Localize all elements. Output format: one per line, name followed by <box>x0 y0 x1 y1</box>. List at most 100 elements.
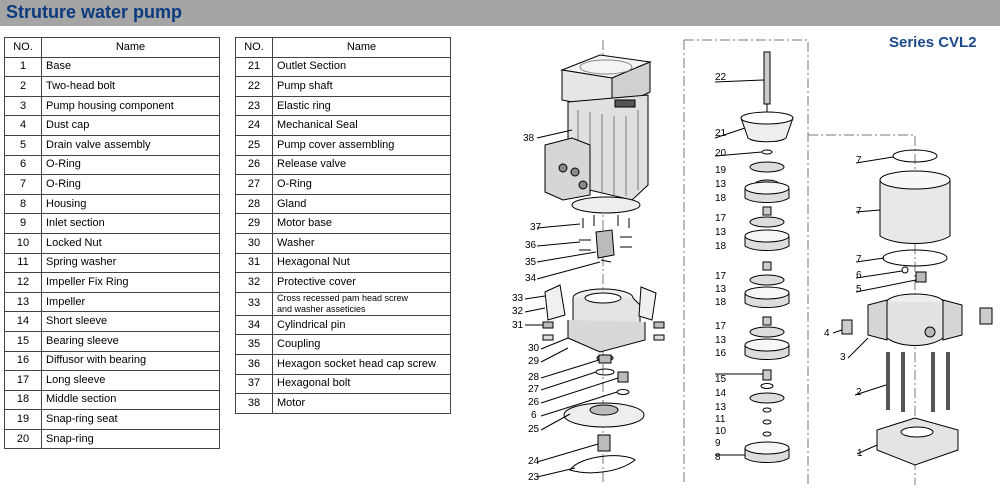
part-name: Inlet section <box>41 213 220 234</box>
part-number: 11 <box>4 252 42 274</box>
callout-label: 3 <box>840 352 846 363</box>
part-name: Diffusor with bearing <box>41 350 220 372</box>
part-name: O-Ring <box>41 174 220 195</box>
callout-label: 19 <box>715 165 727 176</box>
column-header-no: NO. <box>235 37 273 58</box>
part-number: 23 <box>235 95 273 117</box>
callout-label: 18 <box>715 193 727 204</box>
part-number: 29 <box>235 213 273 234</box>
callout-label: 24 <box>528 456 540 467</box>
part-name: Protective cover <box>272 272 451 293</box>
callout-label: 13 <box>715 179 727 190</box>
part-name: O-Ring <box>272 174 451 195</box>
callout-label: 10 <box>715 426 727 437</box>
part-name: Impeller Fix Ring <box>41 272 220 293</box>
callout-label: 17 <box>715 271 727 282</box>
callout-label: 13 <box>715 402 727 413</box>
part-name: Pump shaft <box>272 76 451 97</box>
part-name: Bearing sleeve <box>41 330 220 352</box>
callout-label: 7 <box>856 206 862 217</box>
part-number: 20 <box>4 428 42 450</box>
callout-label: 9 <box>715 438 721 449</box>
series-label: Series CVL2 <box>889 34 977 51</box>
part-number: 26 <box>235 154 273 176</box>
callout-label: 18 <box>715 297 727 308</box>
callout-label: 13 <box>715 227 727 238</box>
callout-label: 13 <box>715 284 727 295</box>
part-number: 34 <box>235 314 273 336</box>
callout-label: 7 <box>856 254 862 265</box>
callout-label: 1 <box>857 448 863 459</box>
part-name: Motor base <box>272 213 451 234</box>
part-number: 35 <box>235 334 273 355</box>
part-number: 37 <box>235 373 273 395</box>
part-name: Locked Nut <box>41 232 220 254</box>
callout-label: 4 <box>824 328 830 339</box>
part-name: Motor <box>272 393 451 414</box>
part-number: 27 <box>235 174 273 195</box>
callout-label: 7 <box>856 155 862 166</box>
part-name: Hexagon socket head cap screw <box>272 353 451 375</box>
part-number: 36 <box>235 353 273 375</box>
callout-label: 31 <box>512 320 524 331</box>
callout-label: 11 <box>715 414 726 425</box>
part-number: 28 <box>235 193 273 215</box>
callout-label: 27 <box>528 384 540 395</box>
part-name: Hexagonal bolt <box>272 373 451 395</box>
callout-label: 5 <box>856 284 862 295</box>
callout-label: 18 <box>715 241 727 252</box>
callout-label: 15 <box>715 374 727 385</box>
part-name: Impeller <box>41 291 220 313</box>
part-name: Long sleeve <box>41 370 220 391</box>
column-header-name: Name <box>272 37 451 58</box>
callout-label: 21 <box>715 128 727 139</box>
callout-label: 34 <box>525 273 537 284</box>
callout-label: 13 <box>715 335 727 346</box>
part-number: 4 <box>4 115 42 136</box>
callout-label: 2 <box>856 387 862 398</box>
part-number: 16 <box>4 350 42 372</box>
part-number: 18 <box>4 389 42 411</box>
part-name: Two-head bolt <box>41 76 220 97</box>
table-header-row: NO. Name <box>235 37 451 58</box>
callout-label: 32 <box>512 306 524 317</box>
part-name: Snap-ring <box>41 428 220 450</box>
part-name: Middle section <box>41 389 220 411</box>
part-name: Washer <box>272 232 451 254</box>
part-number: 38 <box>235 393 273 414</box>
part-number: 9 <box>4 213 42 234</box>
part-name: Pump housing component <box>41 95 220 117</box>
column-header-no: NO. <box>4 37 42 58</box>
part-name: Elastic ring <box>272 95 451 117</box>
part-number: 5 <box>4 134 42 156</box>
part-number: 22 <box>235 76 273 97</box>
callout-label: 6 <box>531 410 537 421</box>
part-number: 15 <box>4 330 42 352</box>
callout-label: 30 <box>528 343 540 354</box>
